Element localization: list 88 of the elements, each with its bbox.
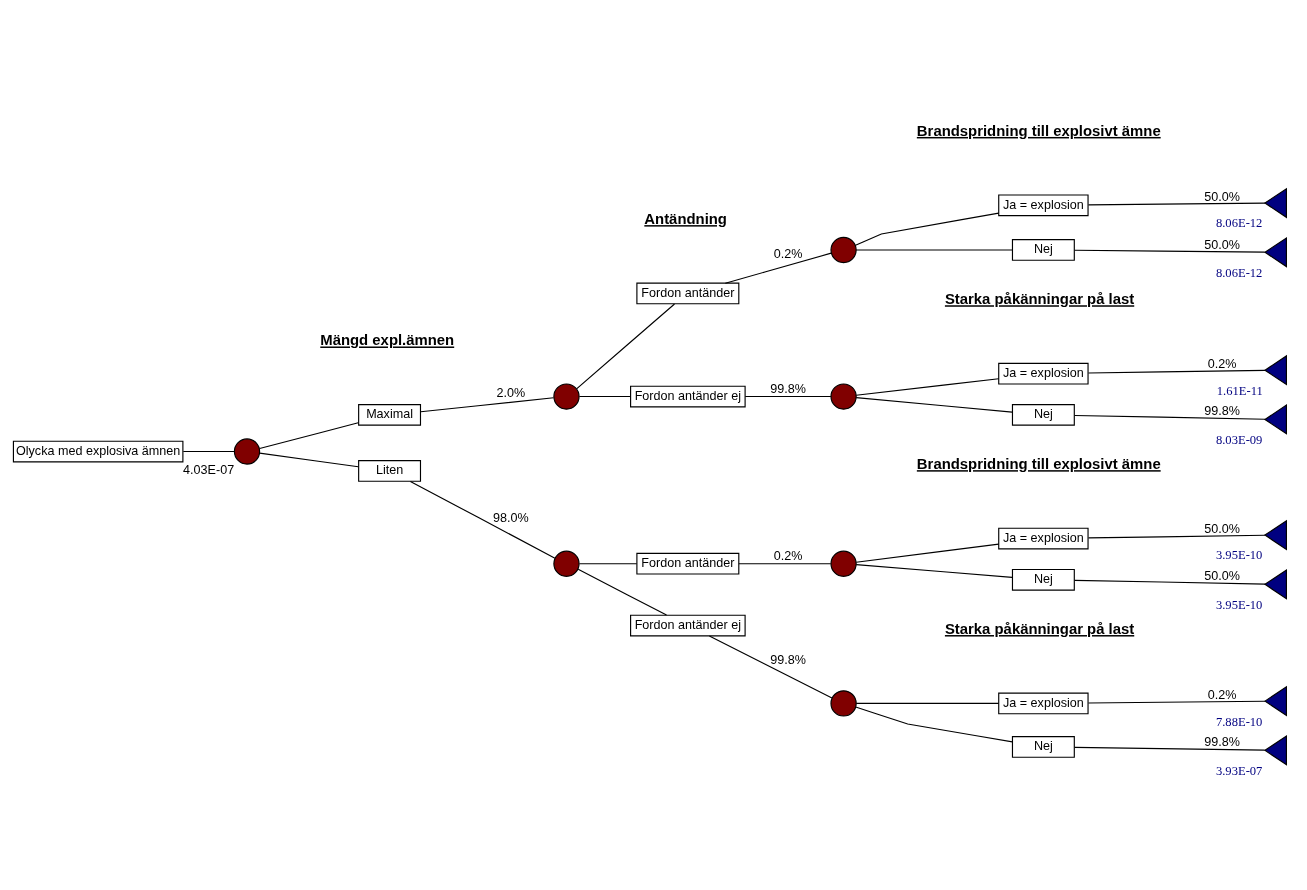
edge-label: 0.2% <box>1207 687 1237 702</box>
edge-label: 50.0% <box>1204 521 1240 536</box>
node-circle <box>830 382 857 410</box>
label: Starka påkänningar på last <box>944 620 1135 637</box>
node-box: Fordon antänder ej <box>630 385 746 407</box>
node-box: Ja = explosion <box>998 362 1089 385</box>
label: Antändning <box>644 210 727 227</box>
edge-label: 98.0% <box>493 510 529 525</box>
edge-label: 0.2% <box>773 548 803 563</box>
node-box: Fordon antänder ej <box>630 614 746 636</box>
node-box: Ja = explosion <box>998 527 1089 549</box>
node-label: 8.06E-12 <box>1215 215 1263 230</box>
node-triangle <box>1263 568 1287 600</box>
connector <box>724 252 832 284</box>
edge-label: 50.0% <box>1204 568 1240 583</box>
label: Brandspridning till explosivt ämne <box>916 122 1161 139</box>
node-box: Maximal <box>358 403 422 426</box>
edge-label: 99.8% <box>770 381 806 396</box>
node-triangle <box>1263 236 1287 268</box>
node-triangle <box>1263 354 1287 386</box>
edge-label: 99.8% <box>1204 734 1240 749</box>
edge-label: 50.0% <box>1204 189 1240 204</box>
label: Mängd expl.ämnen <box>320 331 455 348</box>
connector <box>259 421 359 449</box>
label: Starka påkänningar på last <box>944 290 1135 307</box>
node-circle <box>553 550 580 577</box>
node-box: Liten <box>358 459 422 482</box>
node-box: Olycka med explosiva ämnen <box>12 440 184 462</box>
node-box: Nej <box>1011 238 1075 261</box>
node-circle <box>830 236 857 263</box>
node-label: 8.03E-09 <box>1215 432 1263 447</box>
edge-label: 2.0% <box>496 385 526 400</box>
connector <box>708 634 833 699</box>
connector <box>855 563 1013 578</box>
connector <box>1074 579 1266 585</box>
node-box: Nej <box>1011 568 1075 591</box>
connector <box>855 702 1000 704</box>
edge-label: 0.2% <box>773 246 803 261</box>
connector <box>855 705 1013 742</box>
node-label: 3.93E-07 <box>1215 763 1263 778</box>
node-box: Fordon antänder <box>636 282 740 304</box>
connector <box>855 248 1013 251</box>
node-circle <box>830 689 857 717</box>
node-label: 3.95E-10 <box>1215 597 1263 612</box>
label: Brandspridning till explosivt ämne <box>916 455 1161 472</box>
connector <box>1087 700 1266 704</box>
connector <box>1074 746 1266 751</box>
connector <box>855 543 1000 563</box>
node-circle <box>233 437 261 465</box>
node-triangle <box>1263 734 1287 766</box>
node-box: Fordon antänder <box>636 552 740 575</box>
node-triangle <box>1263 187 1287 218</box>
node-triangle <box>1263 403 1287 435</box>
connector <box>182 450 235 452</box>
connector <box>420 396 555 412</box>
connector <box>409 480 556 559</box>
node-box: Ja = explosion <box>998 692 1089 714</box>
connector <box>738 562 832 564</box>
connector <box>576 302 676 389</box>
connector <box>1087 369 1266 374</box>
connector <box>855 396 1013 413</box>
connector <box>1087 202 1266 205</box>
edge-label: 99.8% <box>1204 403 1240 418</box>
node-box: Nej <box>1011 403 1075 426</box>
connector <box>1087 534 1266 538</box>
node-box: Ja = explosion <box>998 193 1089 216</box>
connector <box>744 395 832 397</box>
node-label: 3.95E-10 <box>1215 547 1263 562</box>
node-label: 1.61E-11 <box>1216 383 1263 398</box>
edge-label: 50.0% <box>1204 237 1240 252</box>
edge-label: 99.8% <box>770 652 806 667</box>
connector <box>578 395 632 397</box>
connector <box>1074 414 1266 420</box>
node-label: 8.06E-12 <box>1215 265 1263 280</box>
connector <box>1074 249 1266 253</box>
node-triangle <box>1263 519 1287 550</box>
edge-label: 0.2% <box>1207 356 1237 371</box>
connector <box>578 562 638 564</box>
connector <box>854 212 1000 246</box>
connector <box>259 452 359 467</box>
connector <box>855 377 1000 396</box>
node-circle <box>553 382 580 410</box>
node-triangle <box>1263 685 1287 716</box>
connector <box>577 568 668 616</box>
node-label: 7.88E-10 <box>1215 714 1263 729</box>
node-label: 4.03E-07 <box>183 462 235 477</box>
node-circle <box>830 550 857 577</box>
node-box: Nej <box>1011 735 1075 758</box>
